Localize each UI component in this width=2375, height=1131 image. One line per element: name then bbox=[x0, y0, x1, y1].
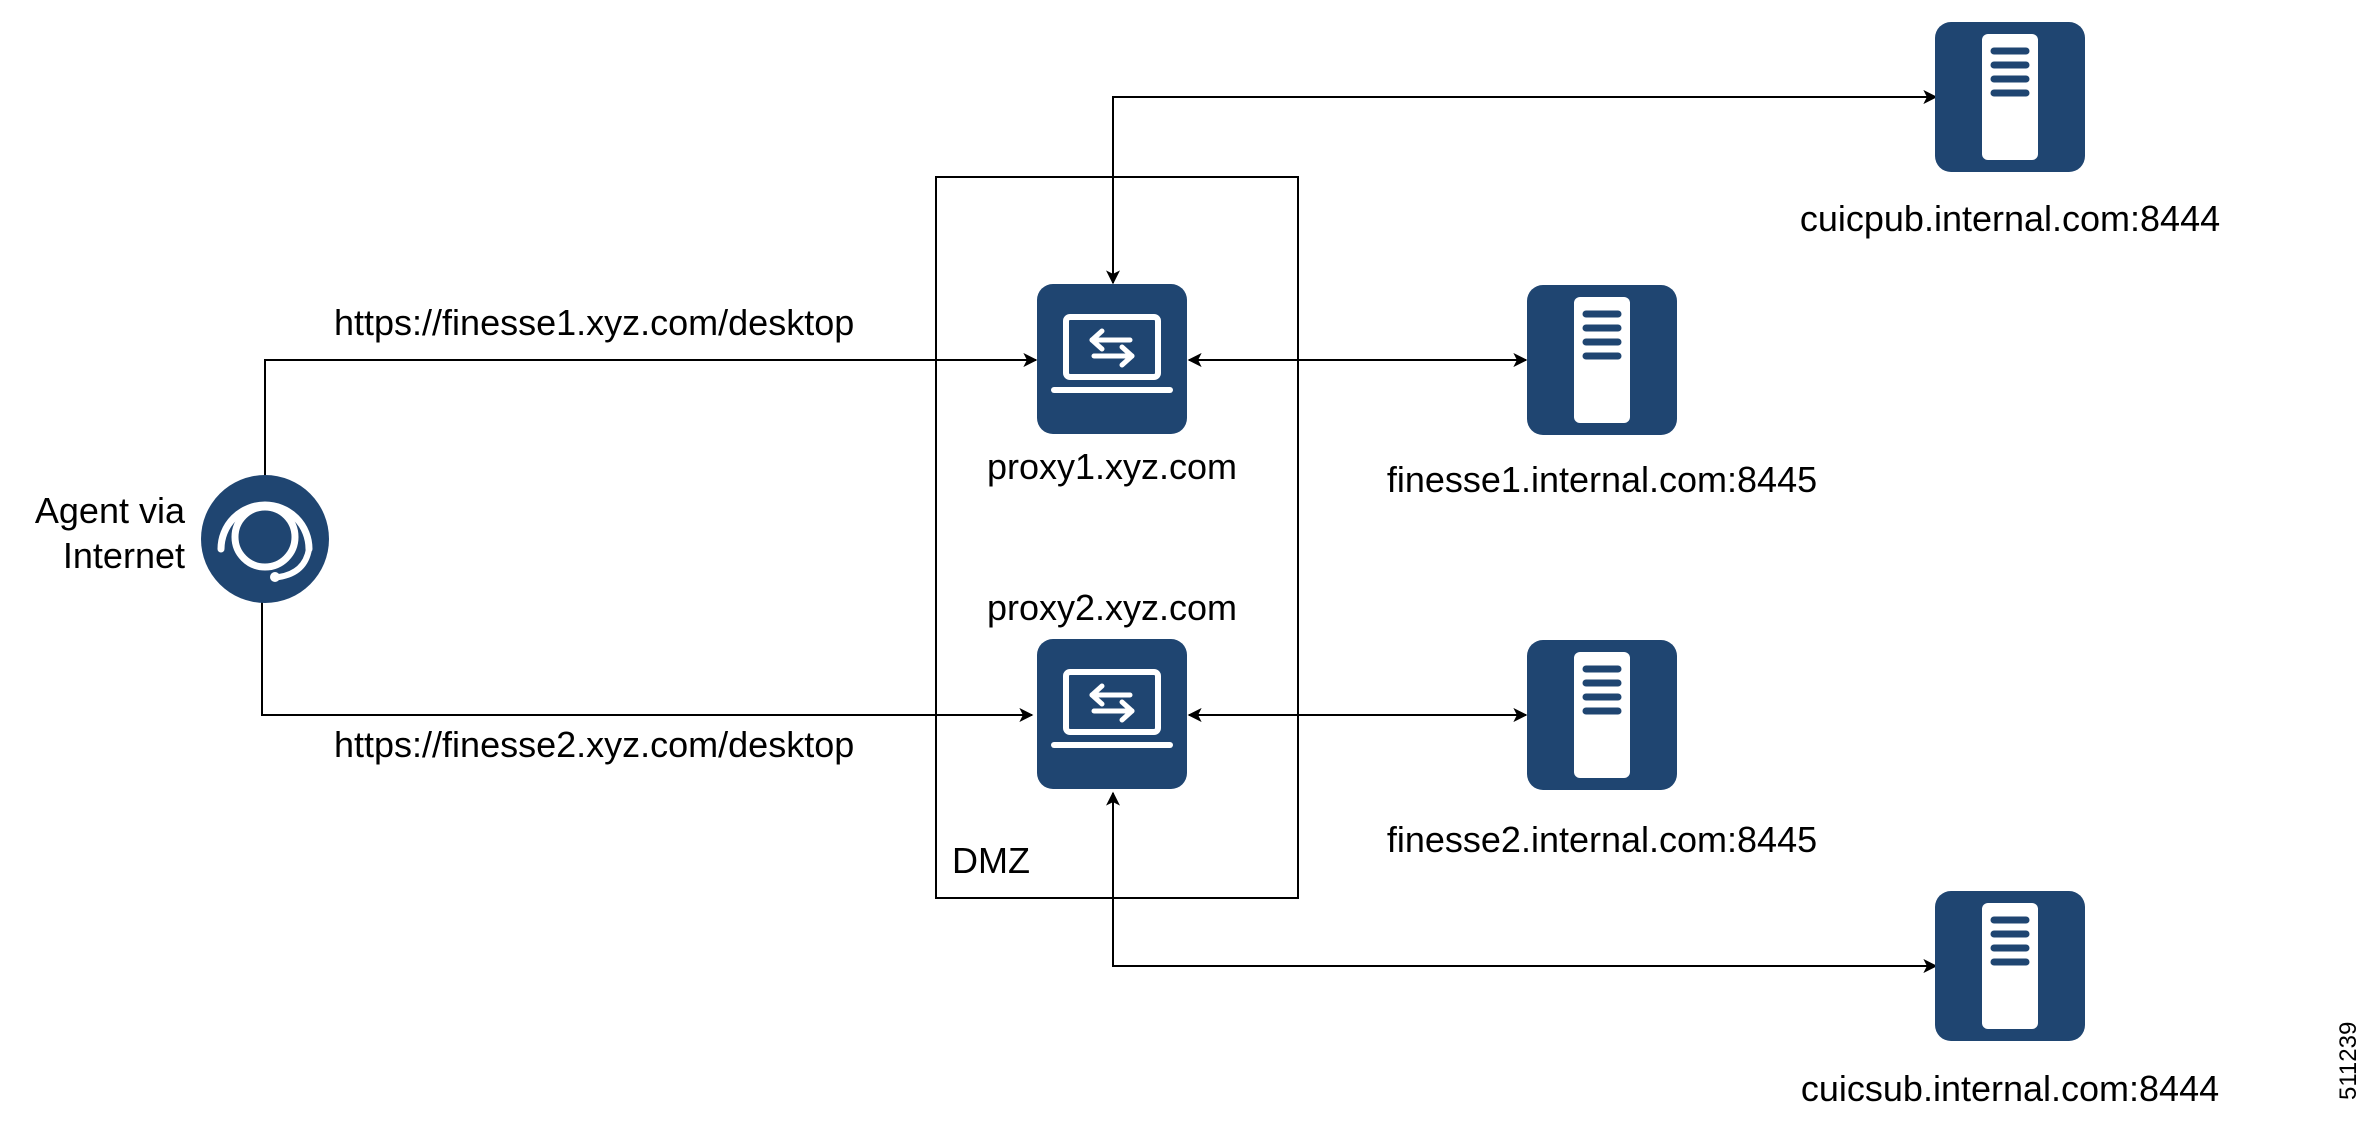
cuicsub-server-tower-icon bbox=[1935, 891, 2085, 1041]
proxy1-laptop-icon bbox=[1037, 284, 1187, 434]
finesse2-server-tower-icon bbox=[1527, 640, 1677, 790]
agent-label-line2: Internet bbox=[63, 535, 185, 576]
proxy1-label: proxy1.xyz.com bbox=[987, 446, 1237, 487]
finesse1-server-tower-icon bbox=[1527, 285, 1677, 435]
agent-to-proxy1-connection bbox=[264, 353, 1038, 475]
agent-to-proxy2-connection bbox=[261, 600, 1034, 722]
figure-code: 511239 bbox=[2335, 1022, 2362, 1100]
finesse1-server-label: finesse1.internal.com:8445 bbox=[1387, 459, 1817, 500]
proxy1-cuicpub-connection bbox=[1106, 90, 1938, 285]
proxy2-laptop-icon bbox=[1037, 639, 1187, 789]
proxy2-label: proxy2.xyz.com bbox=[987, 587, 1237, 628]
proxy2-cuicsub-connection bbox=[1106, 791, 1938, 973]
cuicsub-server-label: cuicsub.internal.com:8444 bbox=[1801, 1068, 2219, 1109]
cuicpub-server-label: cuicpub.internal.com:8444 bbox=[1800, 198, 2220, 239]
finesse2-server-label: finesse2.internal.com:8445 bbox=[1387, 819, 1817, 860]
url2-label: https://finesse2.xyz.com/desktop bbox=[334, 724, 854, 765]
cuicpub-server-tower-icon bbox=[1935, 22, 2085, 172]
agent-label-line1: Agent via bbox=[35, 490, 186, 531]
dmz-label: DMZ bbox=[952, 840, 1030, 881]
headset-agent-icon bbox=[201, 475, 329, 603]
url1-label: https://finesse1.xyz.com/desktop bbox=[334, 302, 854, 343]
